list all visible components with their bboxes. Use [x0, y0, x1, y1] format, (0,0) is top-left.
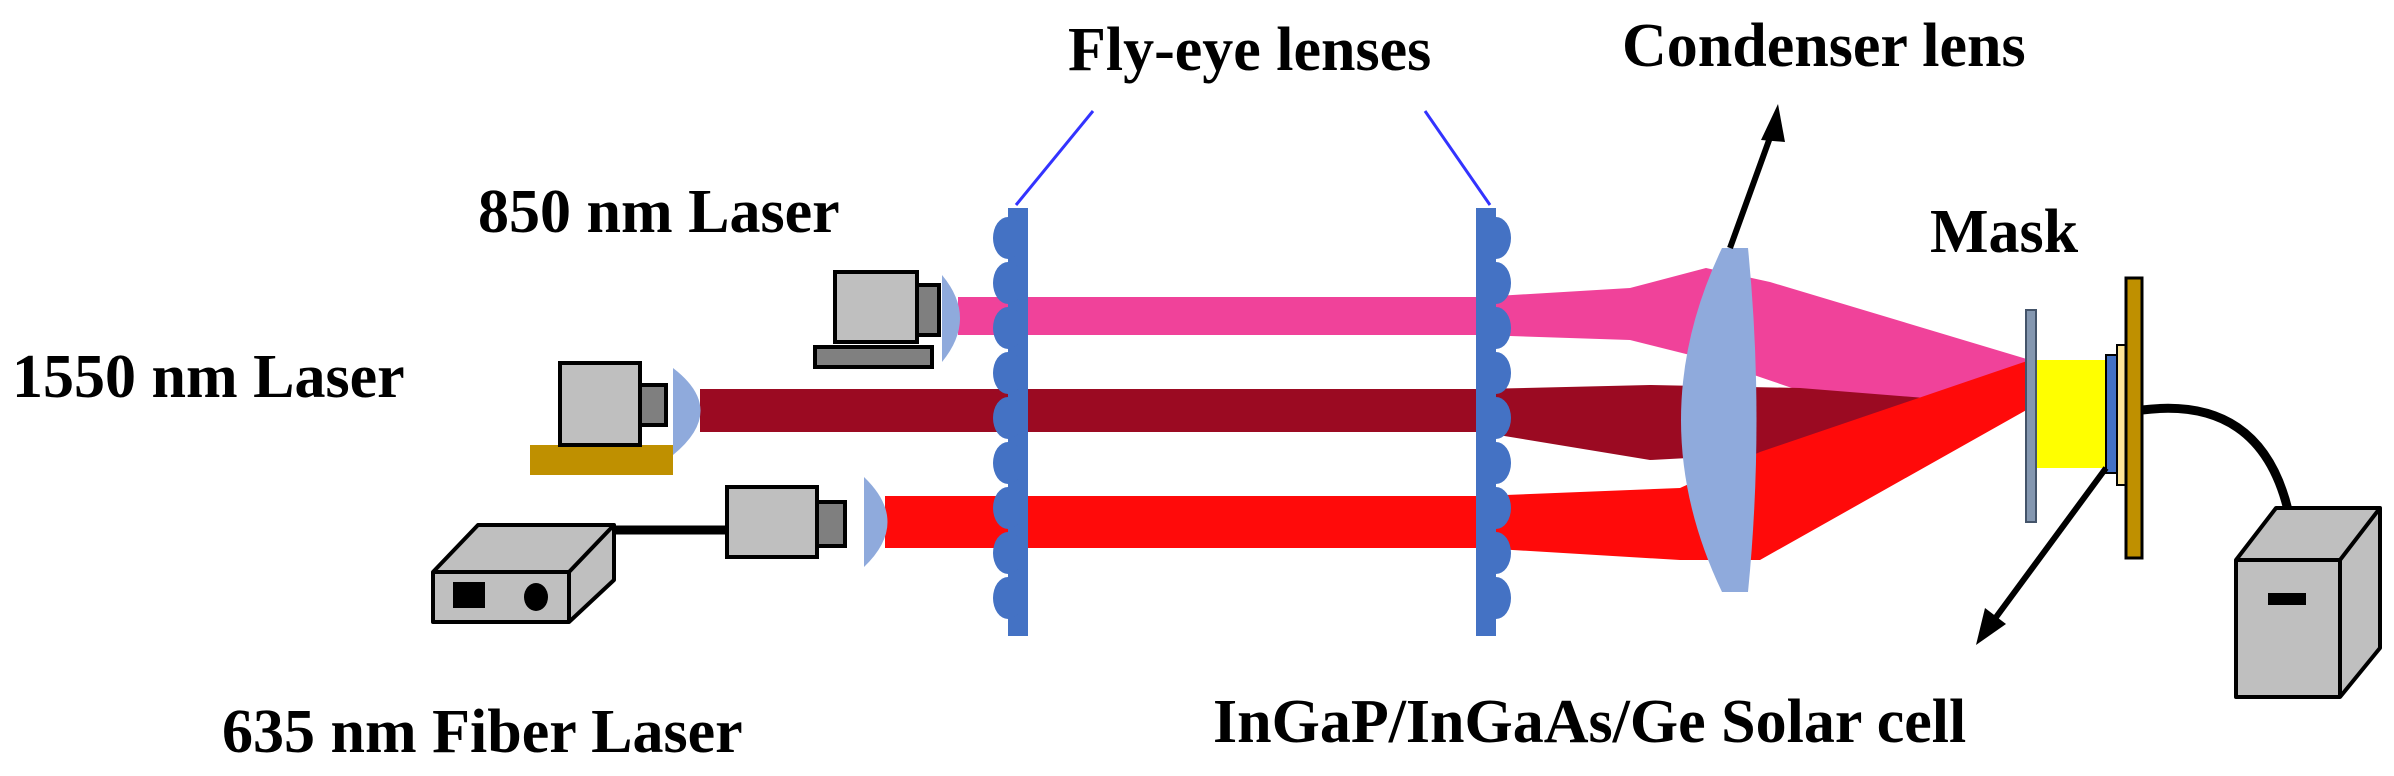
condenser-lens: [1681, 248, 1757, 592]
laser-850nm: [813, 270, 960, 369]
label-635nm-fiber-laser: 635 nm Fiber Laser: [222, 698, 743, 766]
label-condenser-lens: Condenser lens: [1622, 12, 2026, 80]
label-850nm-laser: 850 nm Laser: [478, 178, 840, 246]
meter-cable: [2141, 403, 2293, 512]
leader-lines: [1014, 104, 2109, 645]
mask: [2025, 309, 2037, 523]
power-meter: [2234, 506, 2382, 699]
beam-850nm: [958, 268, 2030, 418]
beam-1550nm: [700, 385, 1950, 460]
fly-eye-lens-2: [1476, 208, 1511, 636]
fly-eye-lens-1: [993, 208, 1028, 636]
label-1550nm-laser: 1550 nm Laser: [12, 343, 405, 411]
laser-1550nm: [530, 361, 701, 475]
label-fly-eye-lenses: Fly-eye lenses: [1068, 16, 1431, 84]
label-solar-cell: InGaP/InGaAs/Ge Solar cell: [1213, 688, 1966, 756]
illuminated-area: [2030, 360, 2108, 468]
fiber-laser-635nm: [431, 477, 888, 624]
solar-cell: [2105, 276, 2144, 560]
label-mask: Mask: [1930, 198, 2079, 266]
